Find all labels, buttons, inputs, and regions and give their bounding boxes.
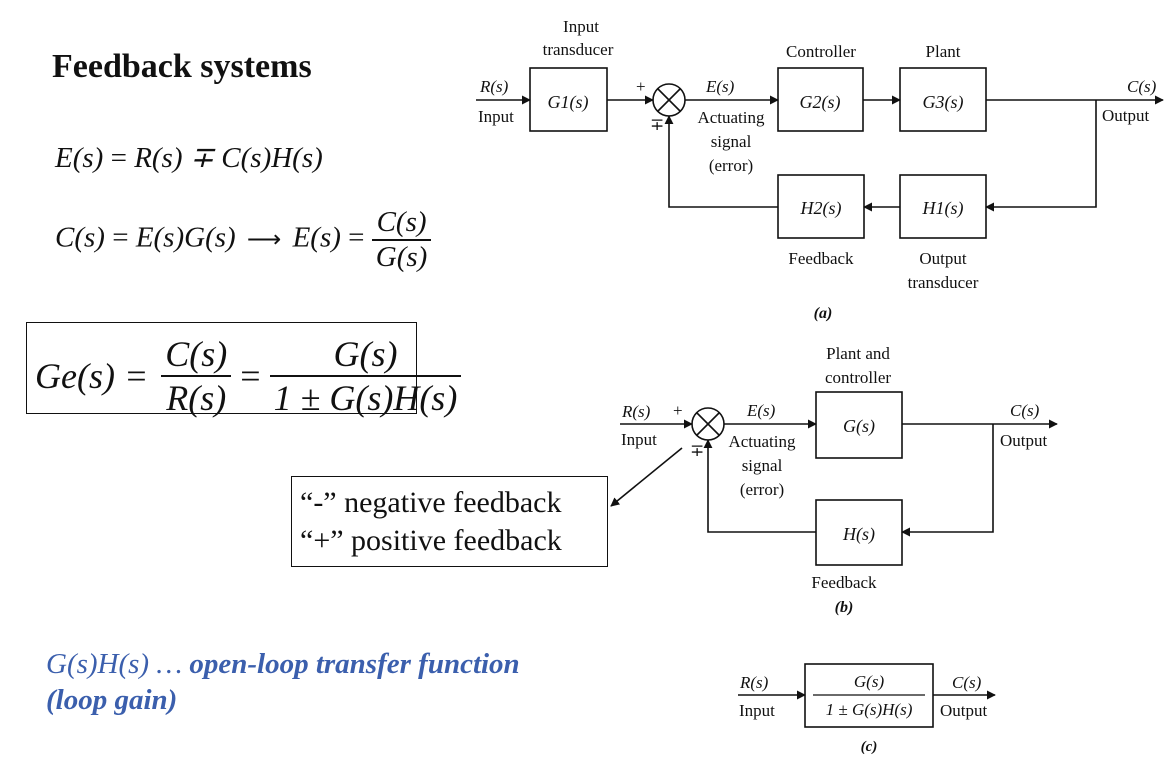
a-output-signal: C(s) [1127,77,1157,96]
b-feedback-label: Feedback [811,573,877,592]
eq2-result-lhs: E(s) [292,221,341,254]
a-actuating-2: signal [711,132,752,151]
a-feedback-label: Feedback [788,249,854,268]
a-controller-label: Controller [786,42,856,61]
c-input-signal: R(s) [739,673,769,692]
loop-gain-note: G(s)H(s) … open-loop transfer function [46,648,520,681]
b-g-label: G(s) [843,416,875,437]
b-output-word: Output [1000,431,1048,450]
a-input-transducer-label-2: transducer [543,40,614,59]
b-input-signal: R(s) [621,402,651,421]
c-output-word: Output [940,701,988,720]
page-title: Feedback systems [52,48,312,85]
a-sum-cross-2 [657,88,681,112]
a-g3-label: G3(s) [923,92,964,113]
positive-feedback-line: “+” positive feedback [300,524,562,557]
b-sum-cross-2 [696,412,720,436]
diagram-c [738,663,996,728]
b-feedback-return-arrow [703,439,816,533]
a-feedback-return-arrow [664,115,778,208]
b-output-signal: C(s) [1010,401,1040,420]
a-output-transducer-1: Output [919,249,967,268]
a-h1-label: H1(s) [922,198,964,219]
eq2-equals: = [112,221,129,254]
ge-equals-2: = [240,356,261,396]
a-input-signal: R(s) [479,77,509,96]
a-g1-label: G1(s) [548,92,589,113]
eq2-numerator: C(s) [376,206,427,238]
a-plant-label: Plant [926,42,961,61]
b-actuating-1: Actuating [728,432,796,451]
negative-feedback-line: “-” negative feedback [300,486,562,519]
b-h-label: H(s) [842,524,875,545]
diagram-c-labels: R(s) Input G(s) 1 ± G(s)H(s) C(s) Output… [739,672,988,755]
b-caption: (b) [835,599,854,616]
a-h2-label: H2(s) [800,198,842,219]
b-g-block [815,391,903,459]
ge-numerator-2: G(s) [333,334,398,374]
c-numerator: G(s) [854,672,885,691]
c-denominator: 1 ± G(s)H(s) [826,700,913,719]
a-feedback-down-arrow [985,100,1097,212]
eq2-fraction: C(s) G(s) [371,206,432,274]
ge-fraction-1: C(s) R(s) [161,333,232,419]
a-input-word: Input [478,107,514,126]
eq1-lhs: E(s) [55,142,104,174]
b-input-word: Input [621,430,657,449]
b-minus-sign: ∓ [690,441,704,460]
ge-fraction-2: G(s) 1 ± G(s)H(s) [269,333,462,419]
feedback-sign-note: “-” negative feedback “+” positive feedb… [291,476,608,567]
loop-gain-text-2: (loop gain) [46,684,178,716]
a-output-transducer-2: transducer [908,273,979,292]
b-feedback-down-arrow [901,424,994,537]
ge-numerator-1: C(s) [165,334,228,374]
a-error-signal: E(s) [705,77,735,96]
equation-error: E(s) = R(s) ∓ C(s)H(s) [55,140,323,175]
a-g2-label: G2(s) [800,92,841,113]
diagram-a [476,67,1164,239]
b-plant-label-2: controller [825,368,891,387]
diagram-b-labels: R(s) Input + ∓ E(s) Actuating signal (er… [621,344,1048,616]
closed-loop-formula-box: Ge(s) = C(s) R(s) = G(s) 1 ± G(s)H(s) [26,322,462,418]
loop-gain-text-1: open-loop transfer function [189,648,520,680]
b-actuating-3: (error) [740,480,784,499]
a-plus-sign: + [636,77,646,96]
a-output-word: Output [1102,106,1150,125]
ge-denominator-1: R(s) [161,375,232,419]
diagram-b [610,391,1058,566]
a-input-transducer-label-1: Input [563,17,599,36]
eq2-lhs: C(s) [55,221,105,254]
loop-gain-expr: G(s)H(s) … [46,648,183,680]
a-caption: (a) [814,305,833,322]
c-input-word: Input [739,701,775,720]
equation-output: C(s) = E(s)G(s) ⟶ E(s) = C(s) G(s) [55,206,432,274]
eq1-equals: = [110,142,127,174]
ge-denominator-2: 1 ± G(s)H(s) [269,375,462,419]
eq2-arrow: ⟶ [246,226,282,253]
c-output-signal: C(s) [952,673,982,692]
eq2-denominator: G(s) [371,239,432,274]
b-plus-sign: + [673,401,683,420]
ge-lhs: Ge(s) = [35,356,149,396]
diagram-a-labels: Input transducer R(s) Input G1(s) + ∓ E(… [478,17,1157,322]
a-actuating-3: (error) [709,156,753,175]
b-actuating-2: signal [742,456,783,475]
eq2-rhs: E(s)G(s) [135,221,236,254]
a-actuating-1: Actuating [697,108,765,127]
eq2-result-equals: = [348,221,365,254]
b-error-signal: E(s) [746,401,776,420]
c-caption: (c) [861,739,878,755]
eq1-rhs: R(s) ∓ C(s)H(s) [134,142,323,174]
a-minus-sign: ∓ [650,115,664,134]
b-sign-pointer-arrow [610,447,683,507]
b-plant-label-1: Plant and [826,344,890,363]
